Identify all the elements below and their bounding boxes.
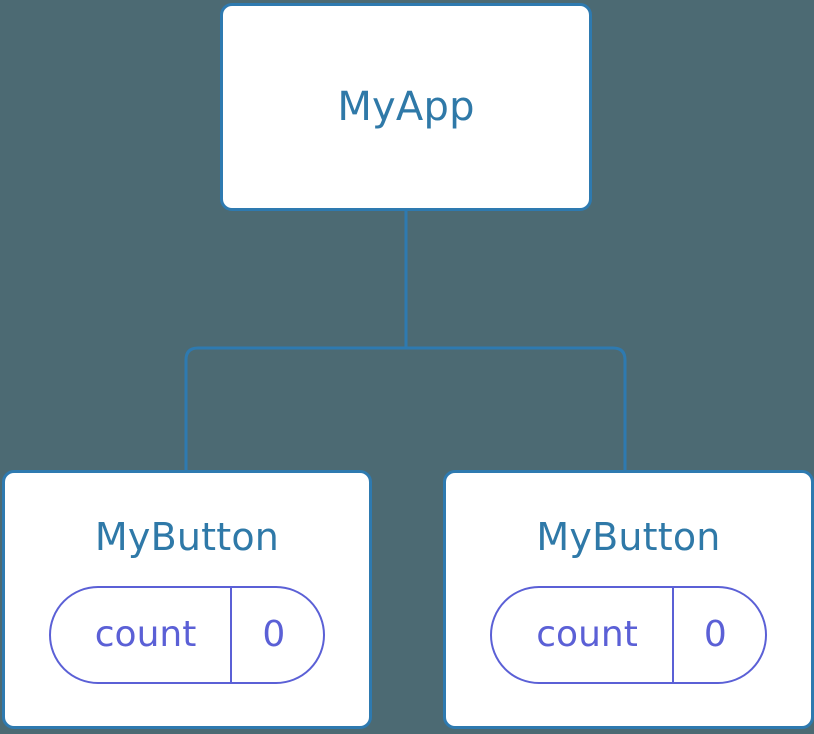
connector-branch-right <box>406 346 627 472</box>
node-mybutton-1[interactable]: MyButton count 0 <box>2 470 372 729</box>
node-title: MyButton <box>94 514 280 559</box>
node-myapp[interactable]: MyApp <box>220 3 592 211</box>
state-pill-count[interactable]: count 0 <box>490 585 767 684</box>
state-divider <box>230 587 233 682</box>
node-title: MyApp <box>337 84 475 130</box>
state-divider <box>671 587 674 682</box>
state-key-label: count <box>94 613 197 655</box>
node-title: MyButton <box>536 514 721 559</box>
state-key-label: count <box>536 613 638 655</box>
state-value-label: 0 <box>703 613 727 655</box>
state-value-label: 0 <box>262 613 286 655</box>
node-mybutton-2[interactable]: MyButton count 0 <box>443 470 814 729</box>
state-pill-count[interactable]: count 0 <box>48 585 326 684</box>
connector-branch-left <box>184 346 406 472</box>
